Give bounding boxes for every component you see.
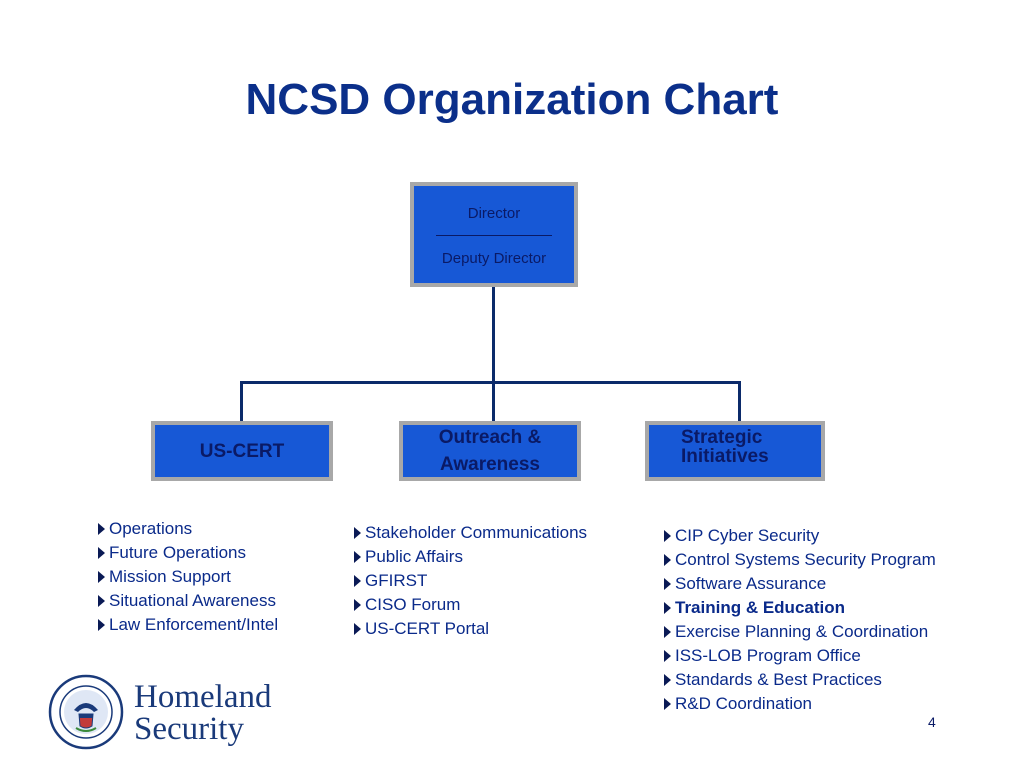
list-item: GFIRST: [352, 569, 587, 593]
dhs-logo: Homeland Security: [48, 674, 298, 754]
list-item-text: ISS-LOB Program Office: [675, 646, 861, 665]
list-item-text: Situational Awareness: [109, 591, 276, 610]
list-item: Stakeholder Communications: [352, 521, 587, 545]
list-item: US-CERT Portal: [352, 617, 587, 641]
list-item: Standards & Best Practices: [662, 668, 936, 692]
unit-label-strategic-line1: Strategic: [681, 427, 763, 448]
list-item: CIP Cyber Security: [662, 524, 936, 548]
triangle-right-icon: [354, 623, 361, 635]
triangle-right-icon: [664, 698, 671, 710]
triangle-right-icon: [98, 523, 105, 535]
list-item-text: Future Operations: [109, 543, 247, 562]
triangle-right-icon: [664, 602, 671, 614]
list-item: Exercise Planning & Coordination: [662, 620, 936, 644]
list-item-text: Operations: [109, 519, 193, 538]
unit-box-strategic: Strategic Initiatives: [645, 421, 825, 481]
unit-label-strategic: Strategic Initiatives: [649, 427, 821, 470]
unit-label-outreach-line1: Outreach &: [438, 427, 542, 448]
list-item: Control Systems Security Program: [662, 548, 936, 572]
list-item: ISS-LOB Program Office: [662, 644, 936, 668]
triangle-right-icon: [664, 554, 671, 566]
list-item-text: Public Affairs: [365, 547, 463, 566]
triangle-right-icon: [98, 595, 105, 607]
director-box: Director Deputy Director: [410, 182, 578, 287]
triangle-right-icon: [354, 599, 361, 611]
triangle-right-icon: [354, 551, 361, 563]
list-item-text: CISO Forum: [365, 595, 461, 614]
unit-label-uscert: US-CERT: [199, 440, 285, 462]
logo-wordmark-line1: Homeland: [134, 679, 272, 715]
list-item: Future Operations: [96, 541, 278, 565]
triangle-right-icon: [664, 530, 671, 542]
list-item-text: Software Assurance: [675, 574, 827, 593]
dhs-seal-icon: [48, 674, 124, 750]
list-item-text: Exercise Planning & Coordination: [675, 622, 929, 641]
list-item: Mission Support: [96, 565, 278, 589]
list-item: R&D Coordination: [662, 692, 936, 716]
list-item-text: Standards & Best Practices: [675, 670, 882, 689]
list-item: Operations: [96, 517, 278, 541]
deputy-director-label: Deputy Director: [441, 250, 547, 267]
unit-label-outreach-line2: Awareness: [439, 454, 540, 475]
triangle-right-icon: [664, 578, 671, 590]
strategic-function-list: CIP Cyber Security Control Systems Secur…: [662, 524, 936, 716]
connector-horizontal: [240, 381, 741, 384]
list-item-text: GFIRST: [365, 571, 428, 590]
triangle-right-icon: [664, 674, 671, 686]
list-item: Training & Education: [662, 596, 936, 620]
connector-strategic: [738, 381, 741, 421]
triangle-right-icon: [354, 527, 361, 539]
list-item: CISO Forum: [352, 593, 587, 617]
triangle-right-icon: [98, 619, 105, 631]
list-item-text: US-CERT Portal: [365, 619, 490, 638]
list-item-text: CIP Cyber Security: [675, 526, 820, 545]
list-item: Software Assurance: [662, 572, 936, 596]
uscert-function-list: Operations Future Operations Mission Sup…: [96, 517, 278, 637]
unit-box-uscert: US-CERT: [151, 421, 333, 481]
unit-label-outreach: Outreach & Awareness: [439, 424, 541, 478]
list-item-text: Law Enforcement/Intel: [109, 615, 279, 634]
unit-box-outreach: Outreach & Awareness: [399, 421, 581, 481]
page-number: 4: [928, 714, 936, 730]
list-item-text-highlighted: Training & Education: [675, 598, 846, 617]
triangle-right-icon: [664, 626, 671, 638]
connector-outreach: [492, 381, 495, 421]
connector-uscert: [240, 381, 243, 421]
triangle-right-icon: [354, 575, 361, 587]
list-item-text: Mission Support: [109, 567, 231, 586]
slide-title: NCSD Organization Chart: [245, 75, 779, 124]
director-divider: [436, 235, 552, 236]
list-item-text: R&D Coordination: [675, 694, 813, 713]
list-item-text: Control Systems Security Program: [675, 550, 936, 569]
triangle-right-icon: [98, 571, 105, 583]
list-item-text: Stakeholder Communications: [365, 523, 588, 542]
logo-wordmark-line2: Security: [134, 711, 244, 747]
list-item: Situational Awareness: [96, 589, 278, 613]
list-item: Law Enforcement/Intel: [96, 613, 278, 637]
triangle-right-icon: [664, 650, 671, 662]
triangle-right-icon: [98, 547, 105, 559]
director-label: Director: [467, 205, 521, 222]
unit-label-strategic-line2: Initiatives: [681, 446, 769, 467]
connector-director-down: [492, 287, 495, 383]
outreach-function-list: Stakeholder Communications Public Affair…: [352, 521, 587, 641]
list-item: Public Affairs: [352, 545, 587, 569]
